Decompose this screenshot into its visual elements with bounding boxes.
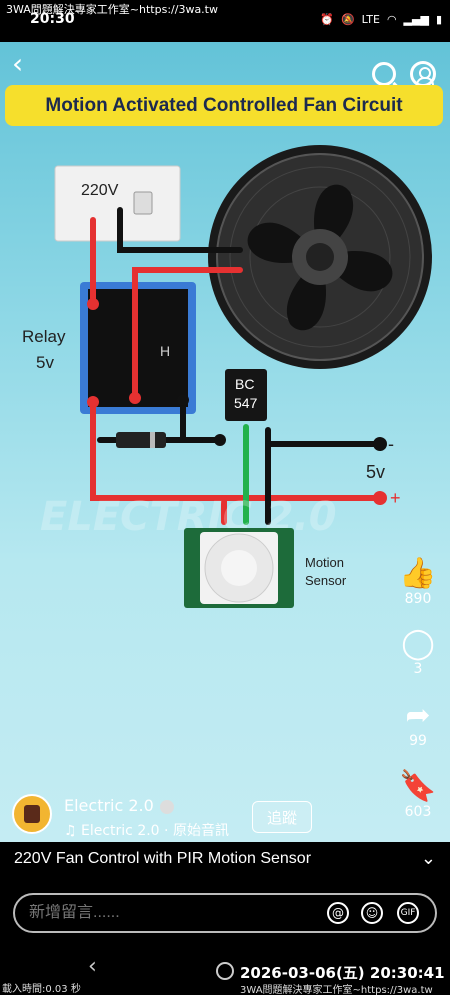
load-time: 載入時間:0.03 秒 [2,984,81,995]
share-button[interactable]: ➦ 99 [396,698,440,750]
music-info[interactable]: ♫ Electric 2.0 · 原始音訊 [64,823,229,839]
five-v-label: 5v [366,462,385,482]
transistor [225,369,267,421]
like-count: 890 [404,591,432,607]
at-icon[interactable]: @ [327,902,349,924]
search-icon[interactable] [372,62,396,86]
caption-bar[interactable]: 220V Fan Control with PIR Motion Sensor … [0,842,450,882]
voltage-label: 220V [81,182,119,199]
follow-button[interactable]: 追蹤 [252,801,312,833]
thumbs-up-icon: 👍 [399,556,437,591]
bookmark-icon: 🔖 [399,769,437,804]
gif-icon[interactable]: GIF [397,902,419,924]
share-count: 99 [409,733,427,749]
status-title: 3WA問題解決專家工作室~https://3wa.tw [6,3,218,16]
comment-button[interactable]: ◯ 3 [396,626,440,678]
comment-icon: ◯ [401,626,435,661]
bookmark-count: 603 [404,804,432,820]
svg-text:-: - [388,434,394,454]
comment-count: 3 [413,661,423,677]
share-icon: ➦ [405,698,431,733]
video-caption[interactable]: 220V Fan Control with PIR Motion Sensor [14,850,312,867]
nav-home-icon[interactable] [216,962,234,980]
comment-box[interactable]: @ ☺ GIF [13,893,437,933]
profile-icon[interactable] [410,61,436,87]
status-time: 20:30 [30,11,75,27]
relay-label: Relay [22,327,66,346]
video-banner: Motion Activated Controlled Fan Circuit [5,85,443,126]
mute-icon: 🔕 [340,13,355,26]
channel-avatar[interactable] [12,794,52,834]
svg-text:547: 547 [234,395,258,411]
svg-text:Sensor: Sensor [305,573,347,588]
like-button[interactable]: 👍 890 [396,556,440,608]
bookmark-button[interactable]: 🔖 603 [396,769,440,821]
battery-icon: ▮ [435,13,442,26]
verified-icon [159,799,174,814]
video-player[interactable]: 220V H Relay 5v [0,42,450,842]
studio-label: 3WA問題解決專家工作室~https://3wa.tw [240,985,433,995]
alarm-icon: ⏰ [320,13,334,26]
wifi-icon: ◠ [386,13,397,26]
back-icon[interactable]: ‹ [12,47,24,80]
diode [116,432,166,448]
status-bar: 3WA問題解決專家工作室~https://3wa.tw 20:30 ⏰ 🔕 LT… [0,0,450,42]
relay-voltage-label: 5v [36,353,54,372]
nav-back-icon[interactable]: ‹ [88,954,97,979]
lte-icon: LTE [361,13,380,26]
datetime: 2026-03-06(五) 20:30:41 [240,964,445,982]
svg-text:Motion: Motion [305,555,344,570]
emoji-icon[interactable]: ☺ [361,902,383,924]
svg-text:H: H [160,343,170,359]
channel-name[interactable]: Electric 2.0 [64,796,174,815]
comment-input[interactable] [29,904,309,922]
nav-bar: ‹ 載入時間:0.03 秒 2026-03-06(五) 20:30:41 3WA… [0,944,450,995]
status-icons: ⏰ 🔕 LTE ◠ ▂▄▆ ▮ [320,13,442,26]
circuit-diagram: 220V H Relay 5v [22,145,432,608]
svg-text:BC: BC [235,376,254,392]
chevron-down-icon[interactable]: ⌄ [420,848,436,869]
svg-text:+: + [390,488,401,508]
signal-icon: ▂▄▆ [403,13,429,26]
switch-toggle [133,191,153,215]
